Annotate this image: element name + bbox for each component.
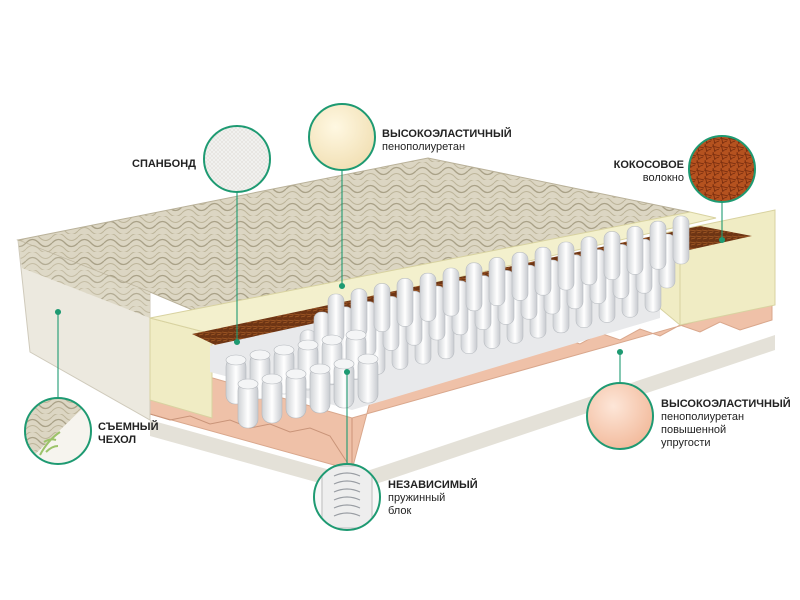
spring-pocket [580, 236, 598, 286]
springs-label: НЕЗАВИСИМЫЙ пружинный блок [388, 479, 508, 518]
spring-pocket [672, 215, 690, 265]
coconut-title: КОКОСОВОЕ [613, 159, 684, 171]
spring-pocket [603, 231, 621, 280]
spring-pocket [465, 262, 483, 312]
spring-pocket [557, 241, 575, 291]
hr-foam-firm-title: ВЫСОКОЭЛАСТИЧНЫЙ [661, 398, 791, 410]
spring-pocket [396, 278, 414, 327]
coconut-fiber-icon [688, 135, 756, 203]
spring-icon [313, 463, 381, 531]
spring-pocket-top [285, 368, 307, 380]
spring-pocket-top [225, 354, 247, 366]
spring-pocket [442, 267, 460, 317]
spring-pocket-top [273, 344, 295, 356]
hr-foam-firm-subtitle-2: повышенной [661, 424, 727, 436]
spring-pocket [511, 252, 529, 301]
coconut-subtitle: волокно [642, 172, 684, 184]
hr-foam-subtitle: пенополиуретан [382, 141, 466, 153]
spring-pocket-top [333, 358, 355, 370]
spring-pocket-top [249, 349, 271, 361]
hr-foam-firm-subtitle: пенополиуретан [661, 411, 745, 423]
springs-title: НЕЗАВИСИМЫЙ [388, 479, 478, 491]
springs-subtitle: пружинный [388, 492, 446, 504]
spring-pocket-top [309, 363, 331, 375]
springs-subtitle-2: блок [388, 505, 412, 517]
spring-pocket [626, 226, 644, 275]
spanbond-label: СПАНБОНД [100, 158, 196, 171]
spring-pocket-top [297, 339, 319, 351]
spanbond-sample-icon [203, 125, 271, 193]
firm-foam-sample-icon [586, 382, 654, 450]
spring-pocket [373, 283, 391, 332]
spanbond-title: СПАНБОНД [132, 158, 196, 170]
hr-foam-label: ВЫСОКОЭЛАСТИЧНЫЙ пенополиуретан [382, 128, 542, 154]
hr-foam-firm-label: ВЫСОКОЭЛАСТИЧНЫЙ пенополиуретан повышенн… [661, 398, 793, 450]
spring-pocket-top [261, 373, 283, 385]
mattress [16, 157, 776, 492]
spring-pocket [488, 257, 506, 306]
cover-title-2: ЧЕХОЛ [98, 434, 137, 446]
hr-foam-title: ВЫСОКОЭЛАСТИЧНЫЙ [382, 128, 512, 140]
cover-label: СЪЕМНЫЙ ЧЕХОЛ [98, 421, 198, 447]
foam-sample-icon [308, 103, 376, 171]
spring-pocket-top [237, 378, 259, 390]
spring-pocket-top [345, 329, 367, 341]
coconut-label: КОКОСОВОЕ волокно [580, 159, 684, 185]
spring-pocket [649, 220, 667, 270]
fabric-cover-icon [24, 397, 92, 465]
spring-pocket [534, 246, 552, 296]
spring-pocket [419, 272, 437, 322]
spring-pocket [350, 288, 368, 338]
cover-title: СЪЕМНЫЙ [98, 421, 159, 433]
spring-pocket-top [357, 353, 379, 365]
leader-lines [54, 170, 726, 464]
spring-pocket-top [321, 334, 343, 346]
hr-foam-firm-subtitle-3: упругости [661, 437, 711, 449]
